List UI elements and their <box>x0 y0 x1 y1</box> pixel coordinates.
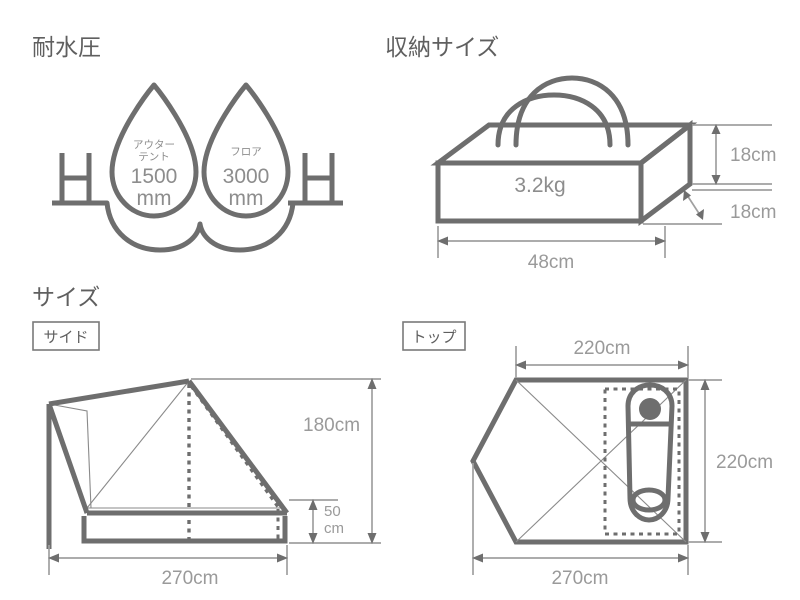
water-resistance-heading: 耐水圧 <box>32 35 101 61</box>
side-height-label: 180cm <box>303 415 360 436</box>
arrow-up <box>711 124 721 134</box>
h-glyph-right <box>302 153 335 203</box>
droplet-floor-value: 3000 <box>223 165 270 188</box>
side-label-frame <box>32 321 100 351</box>
top-overall-width-dimension: 270cm <box>472 463 689 589</box>
canopy-inner-edge <box>48 403 92 509</box>
top-depth-label: 220cm <box>716 452 773 473</box>
top-depth-dimension: 220cm <box>688 379 773 543</box>
inner-ridge-line <box>86 380 190 509</box>
top-width-label: 220cm <box>573 338 630 359</box>
arrow-180-down <box>367 533 377 544</box>
arrow-270-left <box>48 553 59 563</box>
side-view-illustration <box>46 378 290 549</box>
arrow-50-down <box>308 533 318 544</box>
side-wall-height-unit: cm <box>324 520 344 537</box>
arrow-270t-left <box>472 553 483 563</box>
inner-tent-area-dotted <box>603 387 681 536</box>
awning-top-edge <box>48 378 190 407</box>
side-width-label: 270cm <box>161 568 218 589</box>
arrow-180-up <box>367 378 377 389</box>
droplet-outer-tent-value: 1500 <box>131 165 178 188</box>
storage-depth-dimension: 18cm <box>643 189 776 225</box>
bag-handle-front <box>495 92 613 148</box>
side-width-dimension: 270cm <box>48 545 288 589</box>
sleeping-bag-outline <box>625 382 675 523</box>
arrow-depth-down <box>696 209 704 220</box>
droplet-outer-tent-unit: mm <box>137 187 172 210</box>
awning-left-edge <box>46 403 90 514</box>
arrow-220w-left <box>515 360 526 370</box>
arrow-depth-up <box>683 190 691 201</box>
bag-side-face <box>638 119 693 227</box>
size-heading: サイズ <box>32 285 100 311</box>
storage-width-dimension: 48cm <box>437 226 666 273</box>
side-wall-height-dimension: 50 cm <box>289 499 344 544</box>
arrow-left <box>437 236 448 246</box>
storage-bag-illustration: 3.2kg <box>430 75 698 227</box>
arrow-down <box>711 175 721 185</box>
droplet-outer-tent-label-line1: アウター <box>133 139 175 151</box>
person-head-icon <box>639 398 661 420</box>
top-overall-width-label: 270cm <box>551 568 608 589</box>
top-view-label: トップ <box>411 328 456 346</box>
water-pressure-icon: アウター テント 1500 mm フロア 3000 mm <box>52 82 343 253</box>
bag-handle-back <box>513 75 631 148</box>
roof-right-slope <box>186 379 290 515</box>
storage-height-dimension: 18cm <box>692 124 776 185</box>
droplet-floor-label: フロア <box>230 146 262 158</box>
arrow-220d-down <box>700 532 710 543</box>
storage-depth-label: 18cm <box>730 202 776 223</box>
bag-weight-label: 3.2kg <box>514 174 565 197</box>
side-view-label: サイド <box>43 328 88 346</box>
droplet-floor-unit: mm <box>229 187 264 210</box>
base-slab <box>81 516 288 544</box>
arrow-right <box>655 236 666 246</box>
h-glyph-left <box>59 153 92 203</box>
storage-size-heading: 収納サイズ <box>385 35 499 61</box>
storage-height-label: 18cm <box>730 145 776 166</box>
droplet-outer-skirt <box>104 200 296 253</box>
arrow-220d-up <box>700 379 710 390</box>
storage-width-label: 48cm <box>528 252 574 273</box>
top-label-frame <box>402 321 466 351</box>
top-view-label-box: トップ <box>402 321 466 351</box>
top-view-illustration <box>470 377 689 545</box>
side-wall-height-value: 50 <box>324 503 341 520</box>
droplet-outer-tent-label-line2: テント <box>138 151 170 163</box>
sleeping-bag-foot-opening <box>630 487 668 513</box>
arrow-270t-right <box>678 553 689 563</box>
side-view-label-box: サイド <box>32 321 100 351</box>
tent-floor-pentagon <box>470 377 689 545</box>
top-width-dimension: 220cm <box>515 338 689 378</box>
droplet-floor <box>201 82 291 219</box>
side-height-dimension: 180cm <box>191 378 381 544</box>
droplet-outer-tent <box>109 82 199 219</box>
dim-line-depth <box>686 194 701 216</box>
arrow-270-right <box>277 553 288 563</box>
arrow-220w-right <box>678 360 689 370</box>
arrow-50-up <box>308 499 318 510</box>
